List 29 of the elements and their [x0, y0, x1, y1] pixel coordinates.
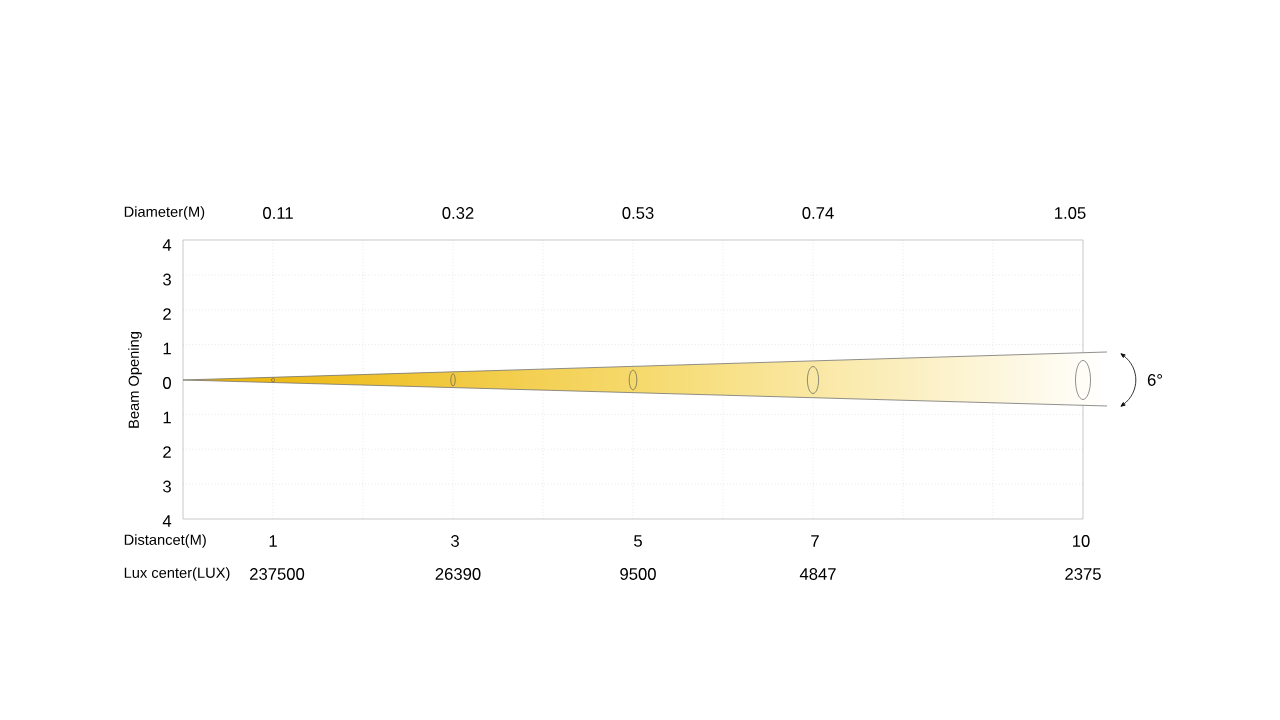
axis-tick-label: 2 — [163, 308, 171, 320]
value-label: 7 — [811, 535, 819, 547]
value-label: 2375 — [1065, 568, 1101, 580]
axis-tick-label: 2 — [163, 446, 171, 458]
value-label: 5 — [634, 535, 642, 547]
value-label: 1 — [269, 535, 277, 547]
value-label: 10 — [1073, 535, 1090, 547]
axis-tick-label: 1 — [163, 411, 171, 424]
value-label: 0.32 — [442, 207, 474, 219]
angle-label: 6° — [1147, 374, 1162, 386]
axis-tick-label: 1 — [163, 342, 171, 355]
axis-title: Beam Opening — [128, 332, 142, 428]
value-label: 3 — [451, 535, 459, 547]
value-label: 0.11 — [263, 207, 293, 219]
value-label: 9500 — [620, 568, 656, 580]
value-label: 0.74 — [802, 207, 834, 219]
value-label: 26390 — [435, 568, 481, 580]
value-label: 0.53 — [622, 207, 654, 219]
value-label: 1.05 — [1055, 207, 1086, 219]
value-label: 4847 — [799, 568, 836, 580]
axis-tick-label: 4 — [162, 239, 172, 251]
axis-tick-label: 4 — [162, 515, 172, 527]
axis-tick-label: 0 — [163, 377, 171, 389]
row-header: Distancet(M) — [124, 534, 206, 548]
row-header: Diameter(M) — [124, 206, 205, 220]
axis-tick-label: 3 — [163, 273, 171, 286]
row-header: Lux center(LUX) — [124, 567, 230, 581]
axis-tick-label: 3 — [163, 480, 171, 493]
value-label: 237500 — [250, 568, 305, 580]
